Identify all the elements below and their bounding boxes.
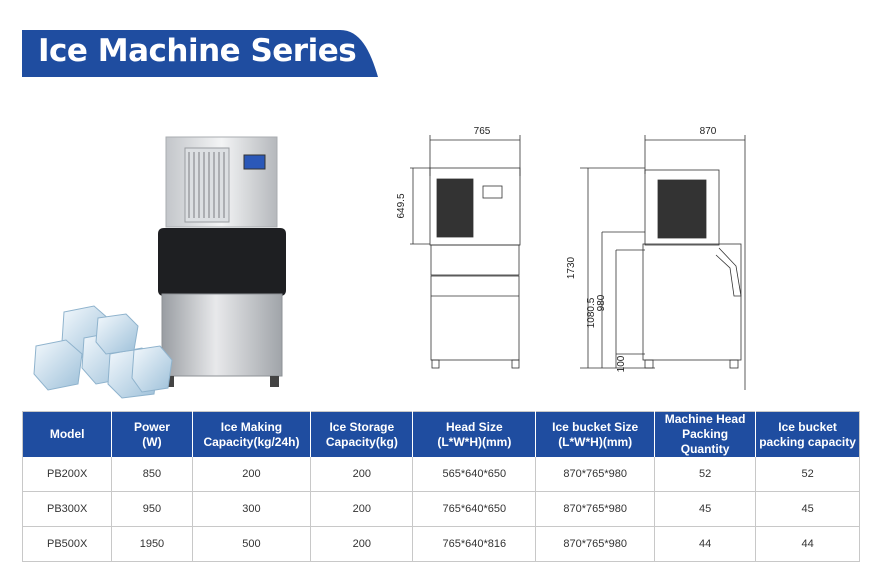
cell-ice-making: 500 [191,526,311,562]
cell-power: 850 [111,457,193,492]
cell-ice-storage: 200 [310,491,413,527]
cell-head-size: 565*640*650 [412,457,536,492]
table-row: PB300X 950 300 200 765*640*650 870*765*9… [22,491,860,527]
cell-bucket-packing: 52 [755,457,860,492]
dim-bucket-height-2: 980 [596,294,607,311]
header-model: Model [22,411,112,457]
cell-head-size: 765*640*650 [412,491,536,527]
cell-power: 1950 [111,526,193,562]
dim-head-height: 649.5 [396,193,407,218]
cell-bucket-size: 870*765*980 [535,457,655,492]
cell-head-packing: 52 [653,457,756,492]
cell-bucket-packing: 44 [755,526,860,562]
cell-ice-making: 300 [191,491,311,527]
cell-ice-storage: 200 [310,457,413,492]
cell-ice-making: 200 [191,457,311,492]
cell-model: PB500X [22,526,112,562]
cell-head-packing: 44 [653,526,756,562]
cell-bucket-packing: 45 [755,491,860,527]
title-banner: Ice Machine Series [22,30,378,77]
cell-bucket-size: 870*765*980 [535,526,655,562]
cell-model: PB300X [22,491,112,527]
dim-bucket-height-1: 1080.5 [586,297,597,328]
cell-head-size: 765*640*816 [412,526,536,562]
table-row: PB500X 1950 500 200 765*640*816 870*765*… [22,526,860,562]
header-head-size: Head Size(L*W*H)(mm) [412,411,536,457]
table-row: PB200X 850 200 200 565*640*650 870*765*9… [22,457,860,492]
cell-bucket-size: 870*765*980 [535,491,655,527]
cell-power: 950 [111,491,193,527]
dim-front-width: 765 [474,126,491,137]
header-bucket-size: Ice bucket Size(L*W*H)(mm) [535,411,655,457]
banner-shape [22,30,378,77]
technical-drawings: 765 870 649.5 1730 1080.5 980 100 [396,126,746,390]
header-power: Power(W) [111,411,193,457]
dim-leg-height: 100 [616,355,627,372]
dim-side-width: 870 [700,126,717,137]
dim-total-height: 1730 [566,256,577,279]
cell-model: PB200X [22,457,112,492]
cell-head-packing: 45 [653,491,756,527]
machine-drawing [30,128,290,403]
page-title: Ice Machine Series [38,33,357,69]
cell-ice-storage: 200 [310,526,413,562]
